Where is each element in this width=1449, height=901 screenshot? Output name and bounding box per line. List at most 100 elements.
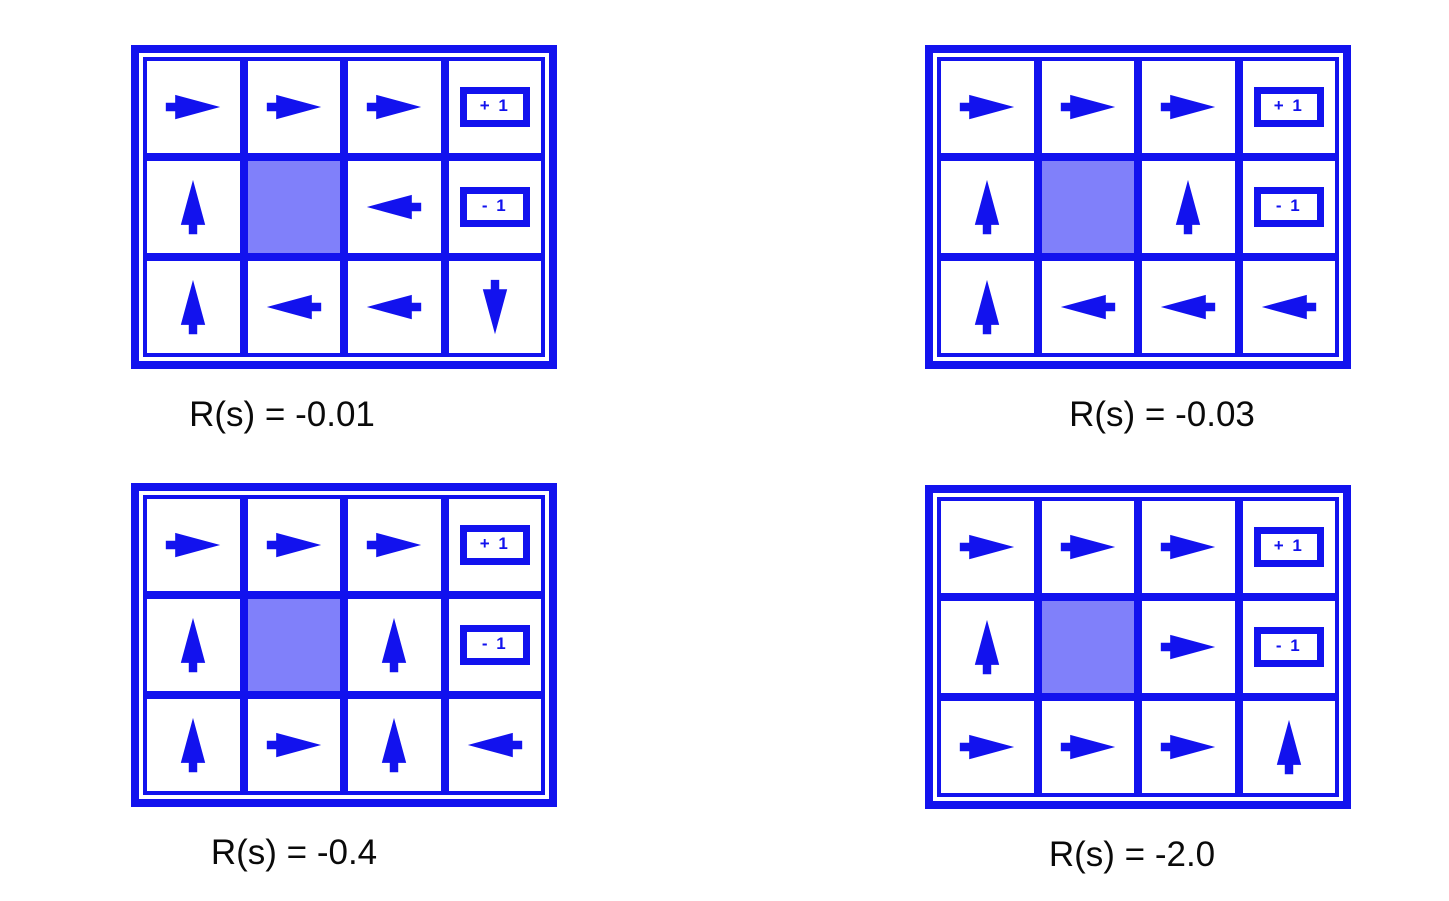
cell-policy-arrow <box>1138 257 1239 357</box>
arrow-up-icon <box>1259 719 1319 775</box>
cell-policy-arrow <box>243 695 344 795</box>
arrow-right-icon <box>364 88 424 126</box>
cell-policy-arrow <box>143 157 244 257</box>
arrow-right-icon <box>957 528 1017 566</box>
arrow-up-icon <box>163 179 223 235</box>
cell-policy-arrow <box>143 595 244 695</box>
arrow-right-icon <box>264 726 324 764</box>
gridworld-policy-grid: + 1 - 1 <box>925 485 1351 809</box>
cell-terminal-minus: - 1 <box>444 157 545 257</box>
cell-wall <box>1037 157 1138 257</box>
arrow-right-icon <box>957 728 1017 766</box>
cell-policy-arrow <box>1037 497 1138 597</box>
arrow-up-icon <box>957 279 1017 335</box>
reward-label: R(s) = -0.4 <box>210 833 378 872</box>
gridworld-policy-grid: + 1 - 1 <box>131 483 557 807</box>
reward-label: R(s) = -0.01 <box>189 395 375 434</box>
arrow-up-icon <box>163 279 223 335</box>
cell-wall <box>1037 597 1138 697</box>
arrow-right-icon <box>264 88 324 126</box>
arrow-left-icon <box>364 288 424 326</box>
cell-policy-arrow <box>1037 57 1138 157</box>
reward-label: R(s) = -0.03 <box>1069 395 1255 434</box>
policy-panel-r-minus-2-0: + 1 - 1 R(s) = -2.0 <box>925 485 1351 875</box>
cell-policy-arrow <box>344 257 445 357</box>
cell-policy-arrow <box>444 695 545 795</box>
arrow-up-icon <box>364 617 424 673</box>
terminal-minus-badge: - 1 <box>1253 187 1324 227</box>
cell-wall <box>243 157 344 257</box>
cell-policy-arrow <box>143 695 244 795</box>
cell-policy-arrow <box>1138 57 1239 157</box>
cell-policy-arrow <box>1138 697 1239 797</box>
terminal-plus-badge: + 1 <box>1253 87 1324 127</box>
gridworld-policy-grid: + 1 - 1 <box>925 45 1351 369</box>
cell-terminal-minus: - 1 <box>1238 157 1339 257</box>
gridworld-policy-grid: + 1 - 1 <box>131 45 557 369</box>
arrow-right-icon <box>1158 628 1218 666</box>
arrow-left-icon <box>264 288 324 326</box>
arrow-right-icon <box>1058 528 1118 566</box>
cell-terminal-plus: + 1 <box>1238 57 1339 157</box>
cell-wall <box>243 595 344 695</box>
cell-policy-arrow <box>1037 697 1138 797</box>
arrow-left-icon <box>364 188 424 226</box>
arrow-up-icon <box>957 179 1017 235</box>
cell-policy-arrow <box>1138 497 1239 597</box>
cell-policy-arrow <box>243 495 344 595</box>
arrow-right-icon <box>1058 728 1118 766</box>
cell-policy-arrow <box>1138 597 1239 697</box>
terminal-plus-badge: + 1 <box>459 525 530 565</box>
arrow-left-icon <box>1259 288 1319 326</box>
cell-policy-arrow <box>937 697 1038 797</box>
terminal-minus-badge: - 1 <box>1253 627 1324 667</box>
arrow-left-icon <box>1158 288 1218 326</box>
arrow-right-icon <box>163 88 223 126</box>
policy-panel-r-minus-0-03: + 1 - 1 R(s) = -0.03 <box>925 45 1351 435</box>
cell-policy-arrow <box>937 157 1038 257</box>
arrow-up-icon <box>957 619 1017 675</box>
cell-policy-arrow <box>243 57 344 157</box>
arrow-right-icon <box>264 526 324 564</box>
cell-policy-arrow <box>1238 697 1339 797</box>
terminal-minus-badge: - 1 <box>459 625 530 665</box>
arrow-right-icon <box>1158 528 1218 566</box>
cell-policy-arrow <box>344 157 445 257</box>
cell-policy-arrow <box>344 495 445 595</box>
cell-policy-arrow <box>143 257 244 357</box>
cell-policy-arrow <box>1037 257 1138 357</box>
arrow-up-icon <box>1158 179 1218 235</box>
cell-policy-arrow <box>243 257 344 357</box>
arrow-left-icon <box>465 726 525 764</box>
cell-terminal-plus: + 1 <box>1238 497 1339 597</box>
reward-label: R(s) = -2.0 <box>1048 835 1216 874</box>
arrow-left-icon <box>1058 288 1118 326</box>
arrow-up-icon <box>163 717 223 773</box>
cell-policy-arrow <box>344 57 445 157</box>
cell-policy-arrow <box>937 57 1038 157</box>
arrow-right-icon <box>1158 728 1218 766</box>
arrow-right-icon <box>364 526 424 564</box>
arrow-right-icon <box>1158 88 1218 126</box>
terminal-minus-badge: - 1 <box>459 187 530 227</box>
cell-policy-arrow <box>937 597 1038 697</box>
cell-terminal-plus: + 1 <box>444 57 545 157</box>
cell-terminal-plus: + 1 <box>444 495 545 595</box>
cell-policy-arrow <box>1138 157 1239 257</box>
cell-policy-arrow <box>937 257 1038 357</box>
cell-policy-arrow <box>937 497 1038 597</box>
cell-policy-arrow <box>344 695 445 795</box>
cell-policy-arrow <box>444 257 545 357</box>
cell-policy-arrow <box>344 595 445 695</box>
arrow-up-icon <box>364 717 424 773</box>
cell-policy-arrow <box>143 495 244 595</box>
arrow-right-icon <box>1058 88 1118 126</box>
cell-policy-arrow <box>143 57 244 157</box>
arrow-down-icon <box>465 279 525 335</box>
cell-policy-arrow <box>1238 257 1339 357</box>
cell-terminal-minus: - 1 <box>444 595 545 695</box>
cell-terminal-minus: - 1 <box>1238 597 1339 697</box>
policy-panel-r-minus-0-4: + 1 - 1 R(s) = -0.4 <box>131 483 557 873</box>
arrow-up-icon <box>163 617 223 673</box>
arrow-right-icon <box>163 526 223 564</box>
